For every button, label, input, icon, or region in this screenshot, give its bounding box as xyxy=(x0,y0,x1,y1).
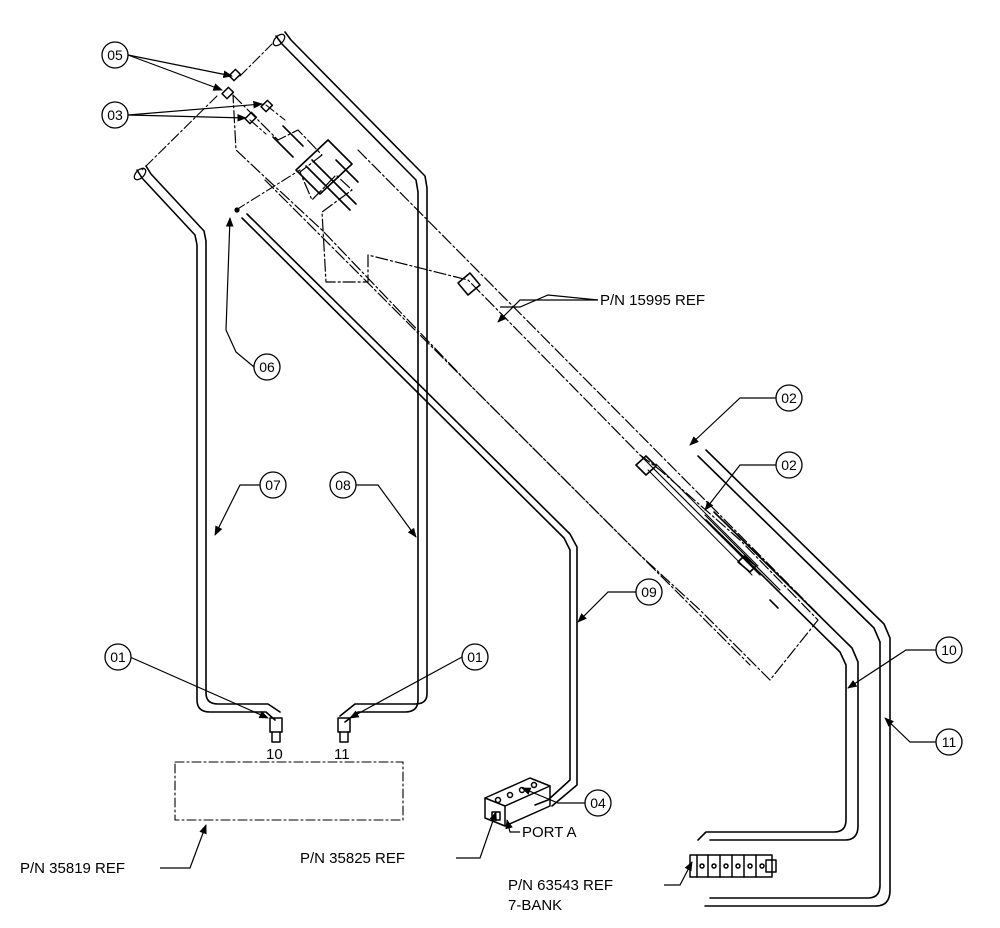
svg-text:10: 10 xyxy=(941,642,957,658)
hose-08 xyxy=(272,31,428,723)
balloon-05: 05 xyxy=(101,41,129,69)
ref-pn-15995: P/N 15995 REF xyxy=(600,292,705,309)
svg-text:11: 11 xyxy=(942,734,957,750)
svg-text:01: 01 xyxy=(110,649,126,665)
hose-11 xyxy=(697,449,891,907)
svg-text:02: 02 xyxy=(781,390,797,406)
balloon-09: 09 xyxy=(635,578,663,606)
port-label-11: 11 xyxy=(334,746,350,763)
balloon-06: 06 xyxy=(253,353,281,381)
leader-lines xyxy=(127,54,936,886)
cylinder-body xyxy=(272,125,779,609)
balloon-02-upper: 02 xyxy=(775,384,803,412)
balloon-04: 04 xyxy=(584,789,612,817)
valve-bank-63543 xyxy=(689,854,777,878)
balloon-11: 11 xyxy=(935,728,963,756)
ref-pn-63543: P/N 63543 REF xyxy=(508,877,613,894)
balloon-02-lower: 02 xyxy=(775,451,803,479)
svg-text:07: 07 xyxy=(265,477,281,493)
balloon-01-right: 01 xyxy=(461,643,489,671)
svg-text:05: 05 xyxy=(107,47,123,63)
svg-text:02: 02 xyxy=(781,457,797,473)
balloon-01-left: 01 xyxy=(104,643,132,671)
svg-text:03: 03 xyxy=(107,107,123,123)
svg-text:09: 09 xyxy=(641,584,657,600)
port-fittings xyxy=(269,717,351,743)
fitting-06-dot xyxy=(234,207,240,213)
balloon-10: 10 xyxy=(935,636,963,664)
top-fittings xyxy=(221,68,274,125)
ref-pn-35819: P/N 35819 REF xyxy=(20,860,125,877)
ref-pn-35825: P/N 35825 REF xyxy=(300,850,405,867)
manifold-35825 xyxy=(484,777,551,827)
bank-note: 7-BANK xyxy=(508,897,562,914)
svg-text:06: 06 xyxy=(259,359,275,375)
hose-10 xyxy=(697,511,859,841)
svg-text:04: 04 xyxy=(590,795,606,811)
balloon-03: 03 xyxy=(101,101,129,129)
port-a-label: PORT A xyxy=(522,824,576,841)
port-label-10: 10 xyxy=(266,746,283,763)
svg-text:08: 08 xyxy=(335,477,351,493)
block-35819 xyxy=(174,761,404,821)
svg-text:01: 01 xyxy=(467,649,483,665)
balloon-07: 07 xyxy=(259,471,287,499)
hose-07 xyxy=(133,165,281,721)
hose-06-reference xyxy=(235,169,301,211)
balloon-08: 08 xyxy=(329,471,357,499)
cylinder-assembly xyxy=(232,94,821,681)
hose-09 xyxy=(241,213,578,807)
fitting-leaders xyxy=(141,43,286,171)
